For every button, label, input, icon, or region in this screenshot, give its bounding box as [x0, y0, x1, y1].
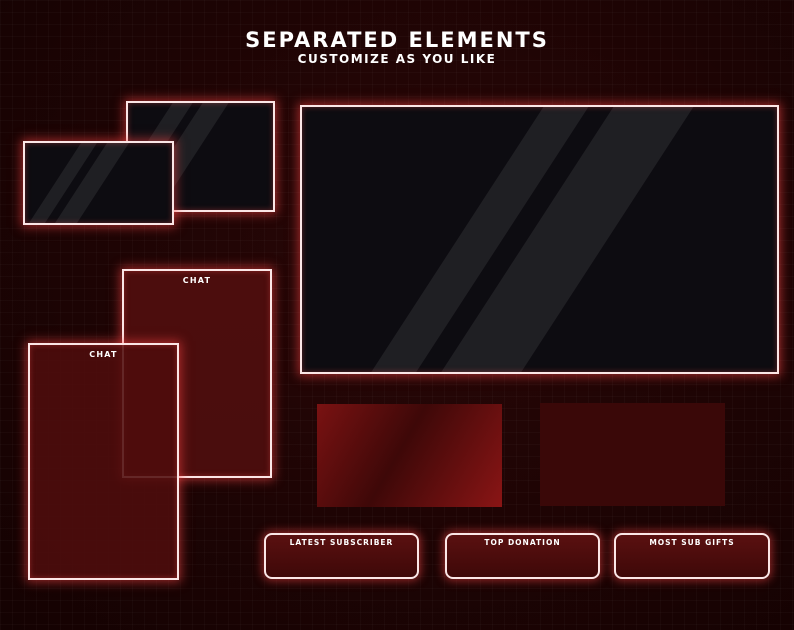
alert-latest-subscriber[interactable]: LATEST SUBSCRIBER [264, 533, 419, 579]
alert-label: MOST SUB GIFTS [649, 538, 735, 547]
panel-gradient[interactable] [317, 404, 502, 507]
panel-solid[interactable] [540, 403, 725, 506]
page-title: SEPARATED ELEMENTS [245, 28, 549, 52]
page-subtitle: CUSTOMIZE AS YOU LIKE [297, 52, 497, 66]
webcam-frame-small-front[interactable] [23, 141, 174, 225]
chat-label: CHAT [89, 350, 118, 359]
chat-label: CHAT [182, 276, 212, 285]
alert-label: LATEST SUBSCRIBER [289, 538, 394, 547]
alert-most-sub-gifts[interactable]: MOST SUB GIFTS [614, 533, 770, 579]
main-screen-frame[interactable] [300, 105, 779, 374]
chat-box-front[interactable]: CHAT [28, 343, 179, 580]
alert-label: TOP DONATION [484, 538, 561, 547]
alert-top-donation[interactable]: TOP DONATION [445, 533, 600, 579]
